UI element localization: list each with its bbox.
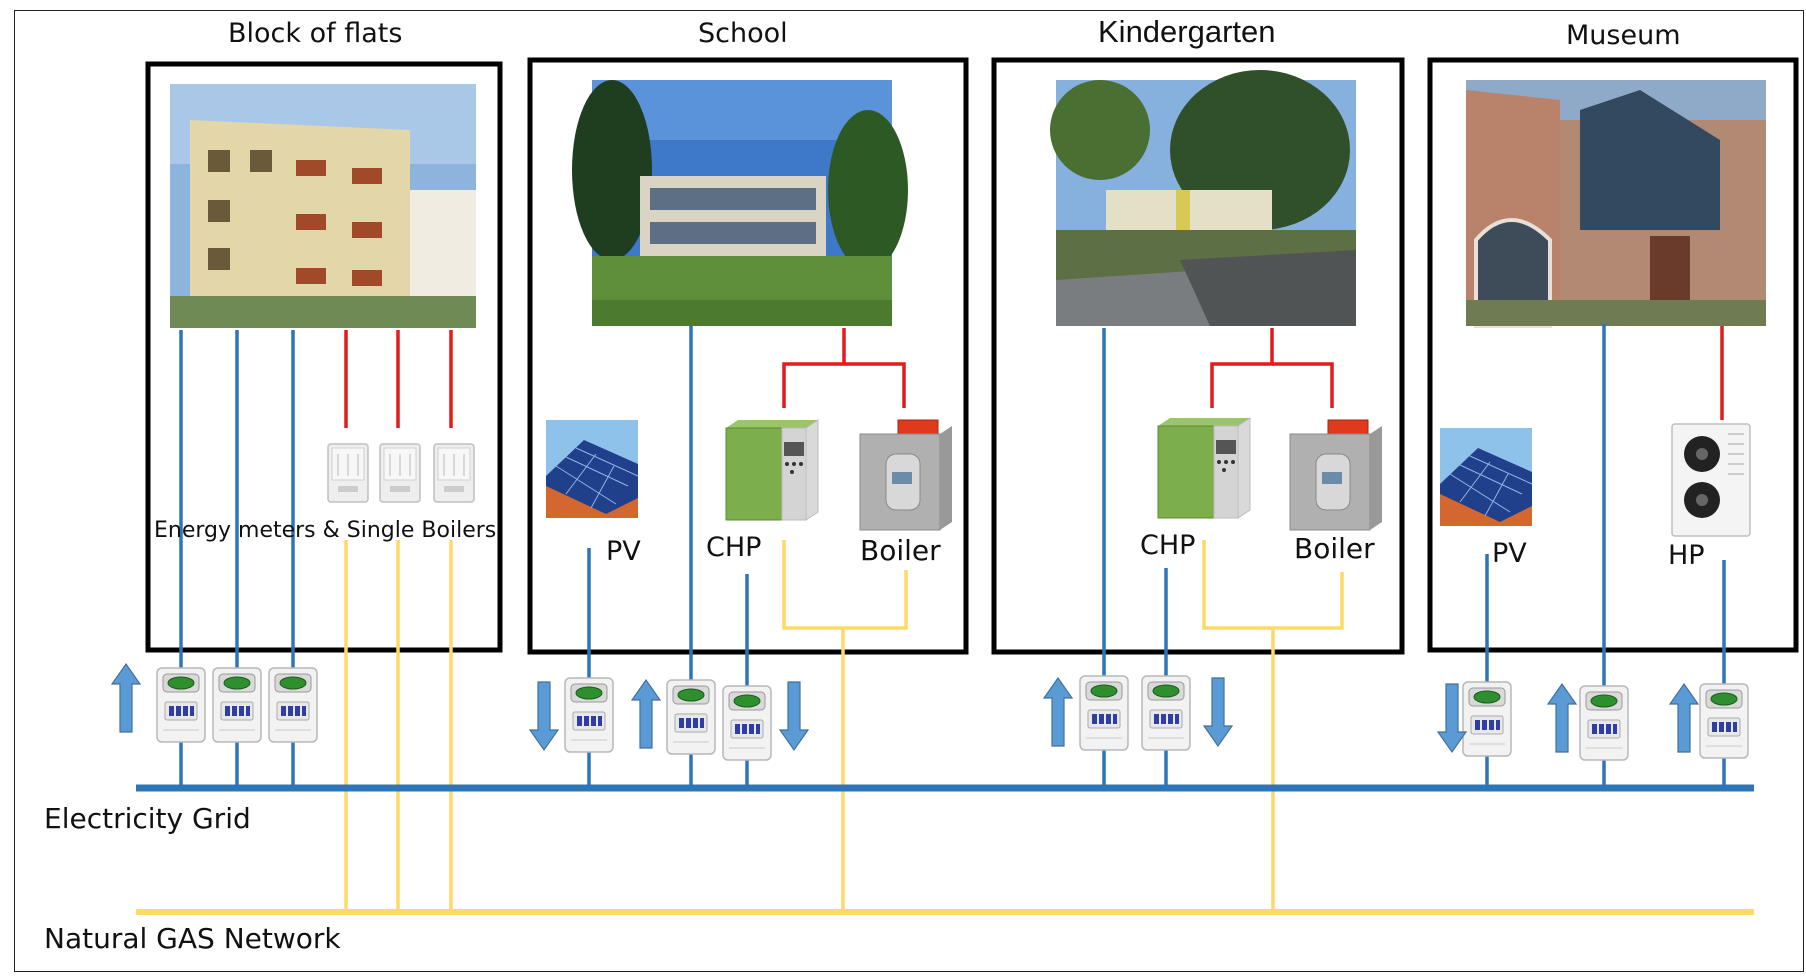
energy-meter-icon	[1462, 681, 1512, 757]
energy-meter-icon	[1699, 683, 1749, 759]
label-school-pv: PV	[606, 536, 641, 567]
gas-lines	[344, 540, 1344, 910]
arrow-up-icon	[1043, 677, 1073, 747]
gas-network-label: Natural GAS Network	[44, 922, 341, 955]
solar-panel-icon	[545, 419, 639, 519]
energy-meter-icon	[564, 677, 614, 753]
building-box-kindergarten	[991, 57, 1405, 655]
label-museum-hp: HP	[1668, 540, 1705, 571]
electricity-lines	[179, 324, 1726, 786]
arrow-down-icon	[1203, 677, 1233, 747]
arrow-up-icon	[1669, 683, 1699, 753]
apartment-building-photo	[170, 84, 476, 328]
chp-unit-icon	[1157, 417, 1251, 519]
gas-boiler-icon	[859, 419, 953, 531]
energy-meter-icon	[1579, 685, 1629, 761]
chp-unit-icon	[725, 419, 819, 521]
building-box-flats	[145, 61, 503, 653]
school-building-photo	[572, 80, 908, 326]
museum-building-photo	[1466, 80, 1766, 328]
arrow-up-icon	[1547, 683, 1577, 753]
arrow-down-icon	[1437, 683, 1467, 753]
solar-panel-icon	[1439, 427, 1533, 527]
electricity-grid-label: Electricity Grid	[44, 802, 251, 835]
energy-meter-icon	[268, 667, 318, 743]
wall-boiler-icon	[327, 443, 369, 503]
diagram-frame	[14, 10, 1804, 972]
label-kindergarten-boiler: Boiler	[1294, 532, 1375, 565]
energy-meter-icon	[1079, 675, 1129, 751]
arrow-down-icon	[529, 681, 559, 751]
label-energy-meters-single-boilers: Energy meters & Single Boilers	[154, 518, 497, 543]
energy-meter-icon	[156, 667, 206, 743]
energy-meter-icon	[666, 679, 716, 755]
label-school-boiler: Boiler	[860, 534, 941, 567]
wall-boiler-icon	[433, 443, 475, 503]
kindergarten-building-photo	[1050, 70, 1356, 326]
label-school-chp: CHP	[706, 532, 762, 563]
arrow-up-icon	[111, 663, 141, 733]
building-title-kindergarten: Kindergarten	[1098, 14, 1276, 49]
energy-meter-icon	[212, 667, 262, 743]
gas-boiler-icon	[1289, 419, 1383, 531]
heat-pump-icon	[1671, 423, 1751, 537]
building-box-museum	[1427, 57, 1799, 653]
building-title-museum: Museum	[1566, 20, 1681, 51]
building-title-flats: Block of flats	[228, 18, 403, 49]
label-kindergarten-chp: CHP	[1140, 530, 1196, 561]
building-title-school: School	[698, 18, 788, 49]
heat-lines	[344, 326, 1724, 428]
energy-meter-icon	[722, 685, 772, 761]
energy-meter-icon	[1141, 675, 1191, 751]
arrow-down-icon	[779, 681, 809, 751]
arrow-up-icon	[631, 679, 661, 749]
wall-boiler-icon	[379, 443, 421, 503]
label-museum-pv: PV	[1492, 538, 1527, 569]
